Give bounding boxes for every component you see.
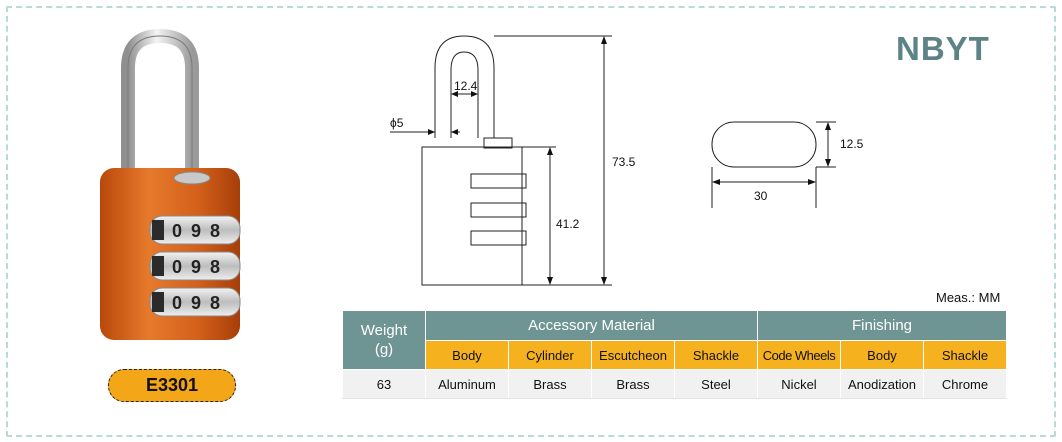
dial-digit: 8 xyxy=(210,221,220,241)
weight-header-label: Weight xyxy=(360,322,408,339)
table-cell: Aluminum xyxy=(425,369,509,399)
table-cell: Brass xyxy=(591,369,675,399)
model-badge: E3301 xyxy=(108,369,236,402)
subheader-cell: Escutcheon xyxy=(591,340,675,370)
spec-table: Weight (g) Accessory Material Finishing … xyxy=(342,310,1007,399)
accessory-material-header: Accessory Material xyxy=(425,310,758,341)
table-cell: Brass xyxy=(508,369,592,399)
dial-digit: 8 xyxy=(210,257,220,277)
subheader-cell: Cylinder xyxy=(508,340,592,370)
table-cell: 63 xyxy=(342,369,426,399)
subheader-cell: Body xyxy=(840,340,924,370)
table-cell: Steel xyxy=(674,369,758,399)
dial-digit: 0 xyxy=(172,257,182,277)
subheader-cell: Shackle xyxy=(923,340,1007,370)
weight-header: Weight (g) xyxy=(342,310,426,370)
top-dimension-drawing: 12.5 30 xyxy=(711,121,864,208)
padlock-image: 0 9 8 0 9 8 0 9 8 xyxy=(100,28,241,340)
dial-digit: 9 xyxy=(191,293,201,313)
brand-logo: NBYT xyxy=(896,30,990,67)
subheader-cell: Code Wheels xyxy=(757,340,841,370)
dim-body-width: 30 xyxy=(754,189,768,203)
dial-digit: 9 xyxy=(191,257,201,277)
measure-unit: Meas.: MM xyxy=(936,290,1001,305)
dim-total-height: 73.5 xyxy=(612,155,636,169)
table-cell: Chrome xyxy=(923,369,1007,399)
dim-body-thickness: 12.5 xyxy=(840,137,864,151)
subheader-cell: Shackle xyxy=(674,340,758,370)
dial-digit: 0 xyxy=(172,221,182,241)
dim-body-height: 41.2 xyxy=(556,217,580,231)
dim-shackle-diameter: ϕ5 xyxy=(390,116,404,130)
dial-digit: 0 xyxy=(172,293,182,313)
table-cell: Nickel xyxy=(757,369,841,399)
dial-digit: 8 xyxy=(210,293,220,313)
finishing-header: Finishing xyxy=(757,310,1007,341)
dial-digit: 9 xyxy=(191,221,201,241)
weight-header-unit: (g) xyxy=(374,341,394,358)
table-cell: Anodization xyxy=(840,369,924,399)
page-border xyxy=(6,6,1056,437)
dim-shackle-inner-width: 12.4 xyxy=(454,79,478,93)
front-dimension-drawing: 12.4 ϕ5 73.5 41.2 xyxy=(390,35,636,286)
subheader-cell: Body xyxy=(425,340,509,370)
